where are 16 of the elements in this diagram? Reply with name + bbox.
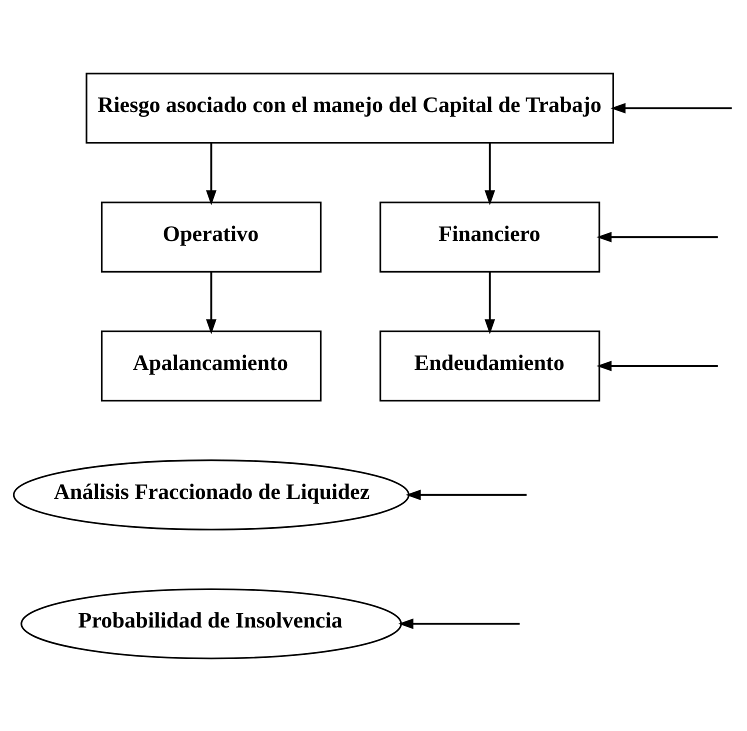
arrow	[398, 618, 520, 629]
arrow	[206, 272, 216, 334]
arrow	[406, 489, 527, 500]
node-box: Financiero	[380, 201, 600, 272]
arrow	[206, 142, 216, 205]
node-box: Riesgo asociado con el manejo del Capital de Trabajo	[86, 72, 614, 144]
arrow	[610, 102, 732, 113]
node-ellipse: Probabilidad de Insolvencia	[20, 588, 402, 659]
node-box: Apalancamiento	[100, 330, 322, 401]
arrow	[596, 360, 718, 371]
node-box: Endeudamiento	[380, 330, 600, 401]
arrow	[484, 142, 496, 205]
node-ellipse: Análisis Fraccionado de Liquidez	[12, 458, 410, 530]
arrow	[484, 272, 496, 334]
arrow	[596, 231, 718, 242]
node-box: Operativo	[100, 201, 322, 272]
